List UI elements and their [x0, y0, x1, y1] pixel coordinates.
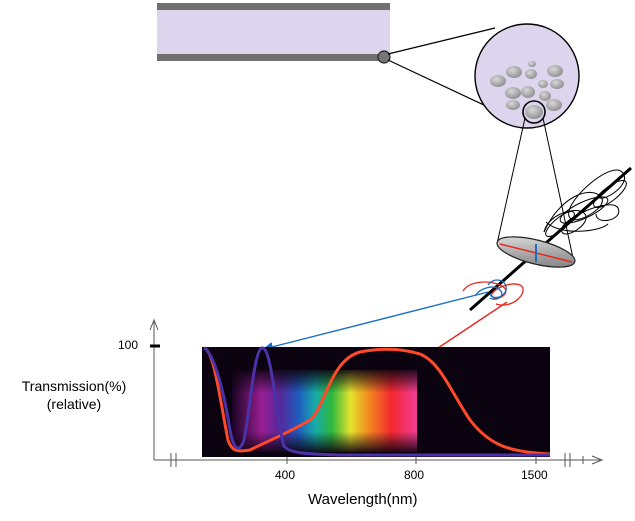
x-tick-label-800: 800 — [404, 468, 425, 482]
polarizer-disk — [496, 236, 576, 268]
incident-wave — [543, 169, 627, 237]
zoom-point — [377, 50, 391, 64]
fiber-top-wall — [157, 3, 390, 10]
y-axis-label-line1: Transmission(%) — [21, 378, 127, 394]
red-transmission-curve — [203, 346, 551, 456]
axis-breaks — [170, 453, 584, 467]
series-layer — [203, 346, 551, 457]
fiber-body — [157, 6, 390, 56]
fiber-section — [157, 3, 391, 64]
x-axis-label: Wavelength(nm) — [308, 491, 418, 508]
cone-line-left — [496, 117, 526, 245]
y-tick-label: 100 — [118, 338, 139, 352]
zoom-line-top — [387, 27, 496, 55]
violet-transmission-curve — [203, 346, 550, 457]
spectrum-fade — [232, 370, 417, 452]
blue-arrow — [263, 291, 489, 352]
x-tick-label-1500: 1500 — [521, 468, 548, 482]
x-tick-label-400: 400 — [275, 468, 296, 482]
transmitted-wave — [462, 279, 524, 306]
selected-pore — [522, 100, 546, 124]
y-axis-arrow — [149, 318, 159, 331]
magnified-view — [474, 23, 580, 129]
transmission-chart — [149, 318, 604, 467]
x-tick-marks — [286, 456, 537, 464]
cone-line-right — [542, 117, 574, 259]
x-axis-arrow — [591, 455, 604, 465]
pores — [490, 61, 564, 124]
fiber-bottom-wall — [157, 54, 390, 61]
light-axis — [469, 166, 632, 312]
y-axis-label: Transmission(%) (relative) — [8, 377, 140, 413]
y-axis-label-line2: (relative) — [46, 396, 102, 412]
